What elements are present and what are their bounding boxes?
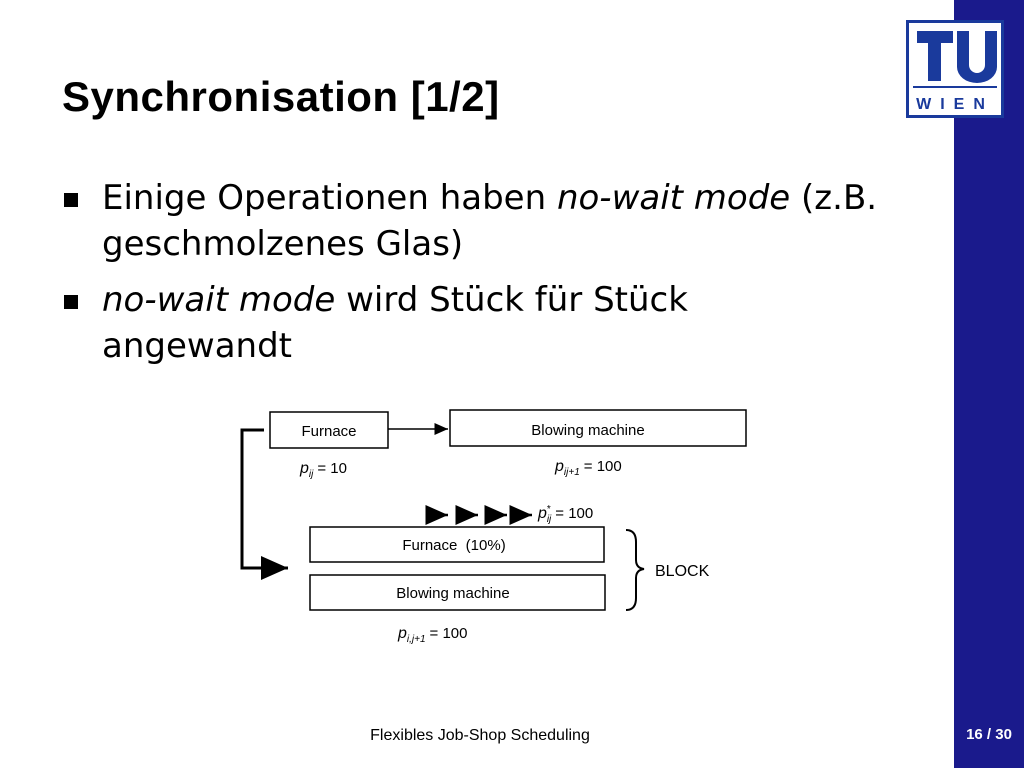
block-label: BLOCK (655, 563, 710, 580)
process-diagram: Furnace Blowing machine pij= 10 pij+1= 1… (240, 409, 747, 645)
furnace-label: Furnace (301, 423, 356, 440)
blowing-block-label: Blowing machine (396, 585, 509, 602)
bullet-list: Einige Operationen haben no-wait mode (z… (60, 175, 880, 379)
bullet-text: (z.B. geschmolzenes Glas) (102, 178, 878, 264)
bullet-square-icon (64, 193, 78, 207)
bullet-text: Einige Operationen haben (102, 178, 557, 218)
furnace-block-label: Furnace (10%) (402, 537, 505, 554)
page-number: 16 / 30 (966, 726, 1012, 743)
p-prime-label: p*ij= 100 (537, 504, 593, 525)
furnace-block-box (309, 526, 605, 563)
blowing-machine-box (449, 409, 747, 447)
bullet-text: no-wait mode (556, 178, 791, 218)
furnace-box (269, 411, 389, 449)
bullet-square-icon (64, 295, 78, 309)
bullet-text: wird Stück für Stück angewandt (102, 280, 688, 366)
bullet-item: no-wait mode wird Stück für Stück angewa… (60, 277, 880, 369)
sidebar-band (954, 0, 1024, 768)
blowing-block-box (309, 574, 606, 611)
block-brace (625, 529, 645, 611)
bullet-text: no-wait mode (102, 280, 336, 320)
blowing-machine-label: Blowing machine (531, 422, 644, 439)
logo-wordmark: WIEN (916, 96, 994, 113)
slide-footer: Flexibles Job-Shop Scheduling (370, 727, 590, 744)
p-ij1-label: pij+1= 100 (554, 458, 622, 478)
bullet-item: Einige Operationen haben no-wait mode (z… (60, 175, 880, 267)
p-i-j1-label: pi,j+1= 100 (397, 625, 468, 645)
tu-wien-logo: WIEN TU (906, 20, 1004, 118)
p-ij-label: pij= 10 (299, 460, 347, 480)
slide-title: Synchronisation [1/2] (62, 73, 500, 120)
feedback-arrow (240, 428, 288, 580)
